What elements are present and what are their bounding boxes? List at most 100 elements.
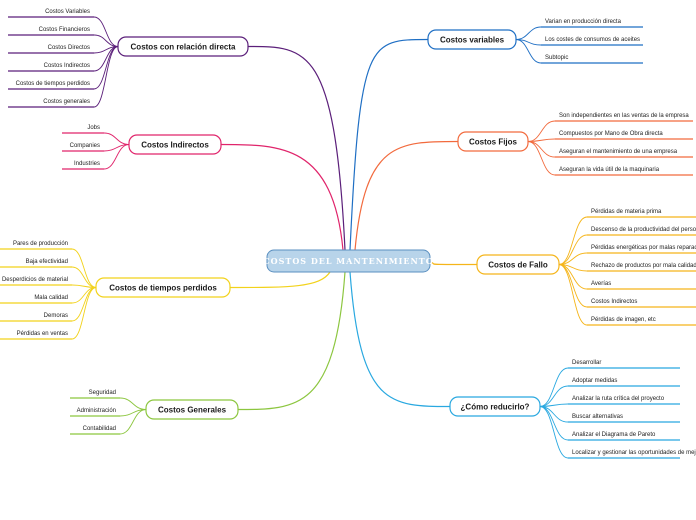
topic-fallo[interactable]: Costos de Fallo xyxy=(476,254,560,275)
leaf-connector xyxy=(558,264,588,326)
subtopic-item[interactable]: Companies xyxy=(62,143,104,152)
subtopic-label: Aseguran el mantenimiento de una empresa xyxy=(559,149,678,155)
subtopic-item[interactable]: Costos generales xyxy=(8,99,94,108)
subtopic-item[interactable]: Adoptar medidas xyxy=(568,378,680,387)
subtopic-label: Administración xyxy=(77,408,116,414)
subtopic-item[interactable]: Contabilidad xyxy=(70,426,120,435)
leaf-connector xyxy=(558,216,588,265)
leaf-connector xyxy=(515,39,542,64)
subtopic-item[interactable]: Pares de producción xyxy=(0,241,72,250)
subtopic-item[interactable]: Aseguran la vida útil de la maquinaria xyxy=(555,167,693,176)
branch-connector xyxy=(229,271,331,289)
subtopic-item[interactable]: Costos Directos xyxy=(8,45,94,54)
subtopic-label: Aseguran la vida útil de la maquinaria xyxy=(559,167,660,173)
leaf-connector xyxy=(527,141,556,158)
subtopic-label: Costos Indirectos xyxy=(591,299,637,305)
subtopic-label: Pérdidas de materia prima xyxy=(591,209,662,215)
branch-connector xyxy=(220,143,344,251)
subtopic-label: Desperdicios de material xyxy=(2,277,68,283)
leaf-connector xyxy=(71,266,97,288)
subtopic-label: Mala calidad xyxy=(34,295,68,301)
subtopic-item[interactable]: Aseguran el mantenimiento de una empresa xyxy=(555,149,693,158)
subtopic-item[interactable]: Buscar alternativas xyxy=(568,414,680,423)
subtopic-item[interactable]: Costos Financieros xyxy=(8,27,94,36)
leaf-connector xyxy=(527,120,556,142)
subtopic-item[interactable]: Pérdidas en ventas xyxy=(0,331,72,340)
subtopic-item[interactable]: Costos de tiempos perdidos xyxy=(8,81,94,90)
topic-label: Costos Fijos xyxy=(469,138,518,147)
subtopic-label: Costos de tiempos perdidos xyxy=(16,81,90,87)
topic-indirectos[interactable]: Costos Indirectos xyxy=(128,134,222,155)
subtopic-item[interactable]: Costos Indirectos xyxy=(587,299,696,308)
subtopic-label: Jobs xyxy=(87,125,100,131)
subtopic-item[interactable]: Administración xyxy=(70,408,120,417)
subtopic-item[interactable]: Varian en producción directa xyxy=(541,19,643,28)
subtopic-item[interactable]: Desperdicios de material xyxy=(0,277,72,286)
topic-tiempos[interactable]: Costos de tiempos perdidos xyxy=(95,277,231,298)
subtopic-label: Compuestos por Mano de Obra directa xyxy=(559,131,663,137)
subtopic-item[interactable]: Los costes de consumos de aceites xyxy=(541,37,643,46)
subtopic-label: Demoras xyxy=(44,313,68,319)
subtopic-item[interactable]: Pérdidas de imagen, etc xyxy=(587,317,696,326)
subtopic-item[interactable]: Compuestos por Mano de Obra directa xyxy=(555,131,693,140)
subtopic-label: Subtopic xyxy=(545,55,568,61)
leaf-connector xyxy=(539,367,569,407)
branch-connector xyxy=(429,261,478,266)
subtopic-label: Los costes de consumos de aceites xyxy=(545,37,640,43)
topic-label: Costos con relación directa xyxy=(131,43,236,52)
subtopic-item[interactable]: Costos Indirectos xyxy=(8,63,94,72)
subtopic-label: Costos generales xyxy=(43,99,90,105)
leaf-connector xyxy=(539,406,569,441)
subtopic-item[interactable]: Son independientes en las ventas de la e… xyxy=(555,113,693,122)
subtopic-item[interactable]: Analizar la ruta crítica del proyecto xyxy=(568,396,680,405)
subtopic-label: Son independientes en las ventas de la e… xyxy=(559,113,689,119)
subtopic-item[interactable]: Descenso de la productividad del persona… xyxy=(587,227,696,236)
leaf-connector xyxy=(539,406,569,459)
topic-relacion[interactable]: Costos con relación directa xyxy=(117,36,249,57)
topic-box xyxy=(145,399,239,420)
subtopic-label: Rechazo de productos por mala calidad xyxy=(591,263,696,269)
subtopic-item[interactable]: Baja efectividad xyxy=(0,259,72,268)
subtopic-label: Costos Financieros xyxy=(39,27,90,33)
subtopic-item[interactable]: Analizar el Diagrama de Pareto xyxy=(568,432,680,441)
connector-lines xyxy=(71,16,588,459)
subtopic-item[interactable]: Industries xyxy=(62,161,104,170)
subtopic-label: Costos Directos xyxy=(48,45,90,51)
subtopic-item[interactable]: Pérdidas energéticas por malas reparacio… xyxy=(587,245,696,254)
subtopic-label: Companies xyxy=(70,143,100,149)
topic-box xyxy=(476,254,560,275)
subtopic-label: Averías xyxy=(591,281,611,287)
topic-reducir[interactable]: ¿Cómo reducirlo? xyxy=(449,396,541,417)
subtopic-item[interactable]: Jobs xyxy=(62,125,104,134)
leaf-connector xyxy=(119,397,147,410)
subtopic-label: Localizar y gestionar las oportunidades … xyxy=(572,450,696,456)
leaf-connector xyxy=(515,26,542,40)
topic-generales[interactable]: Costos Generales xyxy=(145,399,239,420)
topic-label: Costos de Fallo xyxy=(488,261,548,270)
topic-box xyxy=(128,134,222,155)
central-topic[interactable]: COSTOS DEL MANTENIMIENTO xyxy=(263,249,433,273)
subtopic-item[interactable]: Seguridad xyxy=(70,390,120,399)
leaf-connector xyxy=(103,132,130,145)
topic-fijos[interactable]: Costos Fijos xyxy=(457,131,529,152)
subtopic-item[interactable]: Pérdidas de materia prima xyxy=(587,209,696,218)
subtopic-item[interactable]: Rechazo de productos por mala calidad xyxy=(587,263,696,272)
central-topic-label: COSTOS DEL MANTENIMIENTO xyxy=(263,256,433,266)
subtopic-item[interactable]: Averías xyxy=(587,281,696,290)
subtopic-label: Pérdidas de imagen, etc xyxy=(591,317,656,323)
subtopic-label: Descenso de la productividad del persona… xyxy=(591,227,696,233)
subtopic-item[interactable]: Demoras xyxy=(0,313,72,322)
topic-box xyxy=(117,36,249,57)
branch-connector xyxy=(349,38,429,251)
subtopic-item[interactable]: Subtopic xyxy=(541,55,643,64)
subtopic-item[interactable]: Localizar y gestionar las oportunidades … xyxy=(568,450,696,459)
subtopic-label: Costos Variables xyxy=(45,9,90,15)
subtopic-item[interactable]: Mala calidad xyxy=(0,295,72,304)
topic-variables[interactable]: Costos variables xyxy=(427,29,517,50)
subtopic-label: Pérdidas energéticas por malas reparacio… xyxy=(591,245,696,251)
subtopic-item[interactable]: Desarrollar xyxy=(568,360,680,369)
leaf-connector xyxy=(103,144,130,170)
subtopic-item[interactable]: Costos Variables xyxy=(8,9,94,18)
